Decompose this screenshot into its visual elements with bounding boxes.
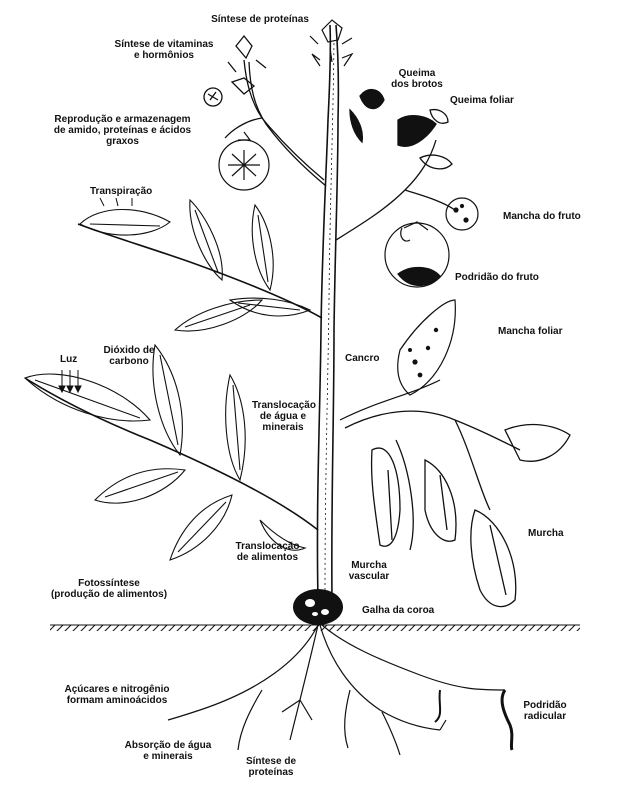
label-canker: Cancro: [345, 353, 380, 364]
label-vascular-wilt: Murcha vascular: [344, 560, 394, 582]
upper-left-branch: [203, 34, 327, 187]
label-photosynthesis: Fotossíntese (produção de alimentos): [50, 578, 168, 600]
upper-compound-leaf: [77, 198, 323, 332]
soil-line: [50, 624, 580, 631]
label-leaf-spot: Mancha foliar: [498, 326, 563, 337]
spotted-leaf: [339, 299, 456, 421]
label-protein-synthesis-root: Síntese de proteínas: [236, 756, 306, 778]
label-co2-line-2: carbono: [109, 356, 149, 367]
wilted-branch: [344, 410, 571, 608]
label-bud-blight: Queima dos brotos: [382, 68, 452, 90]
main-stem: [316, 24, 340, 601]
label-bud-blight-line-1: Queima: [398, 68, 436, 79]
label-reproduction-line-3: graxos: [106, 136, 139, 147]
label-sugars-nitrogen: Açúcares e nitrogênio formam aminoácidos: [58, 684, 176, 706]
label-fruit-rot: Podridão do fruto: [455, 272, 539, 283]
label-reproduction-line-2: de amido, proteínas e ácidos: [53, 125, 192, 136]
label-bud-blight-line-2: dos brotos: [391, 79, 443, 90]
crown-gall: [293, 589, 343, 625]
label-absorption-line-1: Absorção de água: [124, 740, 212, 751]
label-vitamin-line-2: e hormônios: [133, 50, 194, 61]
fruits-right: [384, 197, 479, 288]
transpiration-arrows: [99, 197, 133, 207]
label-water-absorption: Absorção de água e minerais: [118, 740, 218, 762]
label-water-line-1: Translocação: [252, 400, 316, 411]
label-photosynthesis-line-2: (produção de alimentos): [50, 589, 168, 600]
light-arrows: [58, 370, 82, 394]
label-reproduction: Reprodução e armazenagem de amido, prote…: [40, 114, 205, 147]
label-food-translocation: Translocação de alimentos: [230, 541, 305, 563]
label-vitamin-line-1: Síntese de vitaminas: [114, 39, 214, 50]
label-vascular-line-2: vascular: [348, 571, 390, 582]
label-vitamin-synthesis: Síntese de vitaminas e hormônios: [108, 39, 220, 61]
fruit-reproduction: [218, 131, 270, 191]
label-absorption-line-2: e minerais: [143, 751, 193, 762]
label-photosynthesis-line-1: Fotossíntese: [78, 578, 140, 589]
label-food-line-2: de alimentos: [236, 552, 299, 563]
label-transpiration: Transpiração: [90, 186, 153, 197]
label-root-rot-line-2: radicular: [523, 711, 567, 722]
label-water-line-3: minerais: [262, 422, 304, 433]
label-leaf-blight: Queima foliar: [450, 95, 514, 106]
label-water-line-2: de água e: [259, 411, 307, 422]
label-root-rot: Podridão radicular: [515, 700, 575, 722]
label-root-protein-line-2: proteínas: [248, 767, 294, 778]
top-shoot: [309, 19, 354, 67]
label-carbon-dioxide: Dióxido de carbono: [98, 345, 160, 367]
root-system: [167, 624, 514, 756]
right-upper-branch: [335, 89, 456, 241]
label-co2-line-1: Dióxido de: [103, 345, 155, 356]
label-protein-synthesis-top: Síntese de proteínas: [211, 14, 309, 25]
label-sugars-line-2: formam aminoácidos: [66, 695, 168, 706]
label-reproduction-line-1: Reprodução e armazenagem: [54, 114, 191, 125]
label-sugars-line-1: Açúcares e nitrogênio: [64, 684, 170, 695]
label-vascular-line-1: Murcha: [351, 560, 387, 571]
label-food-line-1: Translocação: [235, 541, 300, 552]
lower-compound-leaf: [23, 343, 319, 561]
label-fruit-spot: Mancha do fruto: [503, 211, 581, 222]
label-root-rot-line-1: Podridão: [523, 700, 567, 711]
label-wilt: Murcha: [528, 528, 564, 539]
label-crown-gall: Galha da coroa: [362, 605, 435, 616]
label-light: Luz: [60, 354, 78, 365]
label-water-translocation: Translocação de água e minerais: [252, 400, 316, 433]
label-root-protein-line-1: Síntese de: [245, 756, 297, 767]
